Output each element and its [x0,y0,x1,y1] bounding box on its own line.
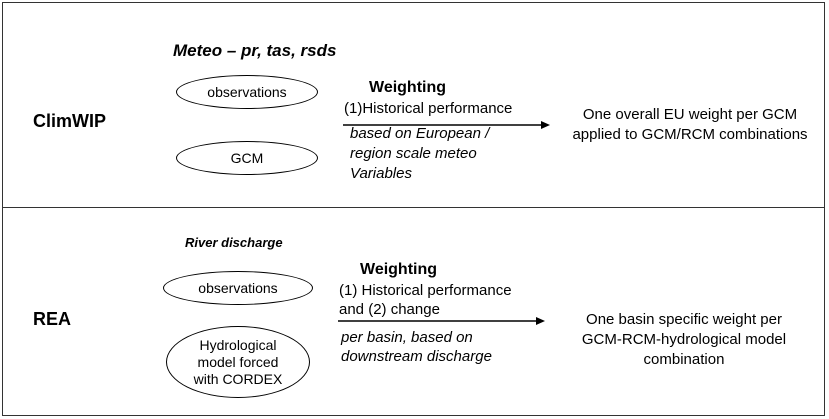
rea-result-line-3: combination [643,351,725,368]
climwip-panel: Meteo – pr, tas, rsds ClimWIP observatio… [2,2,825,208]
climwip-basis-1: based on European / [350,125,490,142]
climwip-observations-ellipse: observations [176,75,318,109]
climwip-basis-3: Variables [350,165,412,182]
climwip-gcm-label: GCM [230,149,264,166]
rea-model-line-1: Hydrological [199,336,277,353]
rea-model-line-3: with CORDEX [193,370,283,387]
rea-label: REA [33,309,72,329]
rea-variables: River discharge [185,235,283,250]
rea-result-line-2: GCM-RCM-hydrological model [581,331,787,348]
climwip-result: One overall EU weight per GCM applied to… [557,105,823,145]
climwip-weighting-arrow [343,121,550,129]
rea-result-line-1: One basin specific weight per [586,311,782,328]
rea-observations-label: observations [198,279,278,296]
rea-panel: River discharge REA observations Hydrolo… [2,207,825,416]
rea-criterion-1: (1) Historical performance [339,282,512,299]
rea-observations-ellipse: observations [163,271,313,305]
climwip-weighting-title: Weighting [369,79,447,96]
climwip-basis-2: region scale meteo [350,145,477,162]
climwip-variables: Meteo – pr, tas, rsds [173,41,337,60]
rea-weighting-arrow [338,317,545,325]
rea-result: One basin specific weight per GCM-RCM-hy… [558,310,810,370]
climwip-result-line-1: One overall EU weight per GCM [582,106,798,123]
climwip-result-line-2: applied to GCM/RCM combinations [572,126,808,143]
climwip-criterion: (1)Historical performance [344,100,513,117]
rea-basis-1: per basin, based on [341,329,473,346]
climwip-observations-label: observations [207,83,287,100]
rea-basis-2: downstream discharge [341,348,492,365]
climwip-gcm-ellipse: GCM [176,141,318,175]
rea-criterion-2: and (2) change [339,301,440,318]
rea-model-line-2: model forced [197,353,279,370]
rea-weighting-title: Weighting [360,261,438,278]
climwip-label: ClimWIP [33,111,107,131]
rea-hydrological-model-ellipse: Hydrological model forced with CORDEX [166,326,310,398]
